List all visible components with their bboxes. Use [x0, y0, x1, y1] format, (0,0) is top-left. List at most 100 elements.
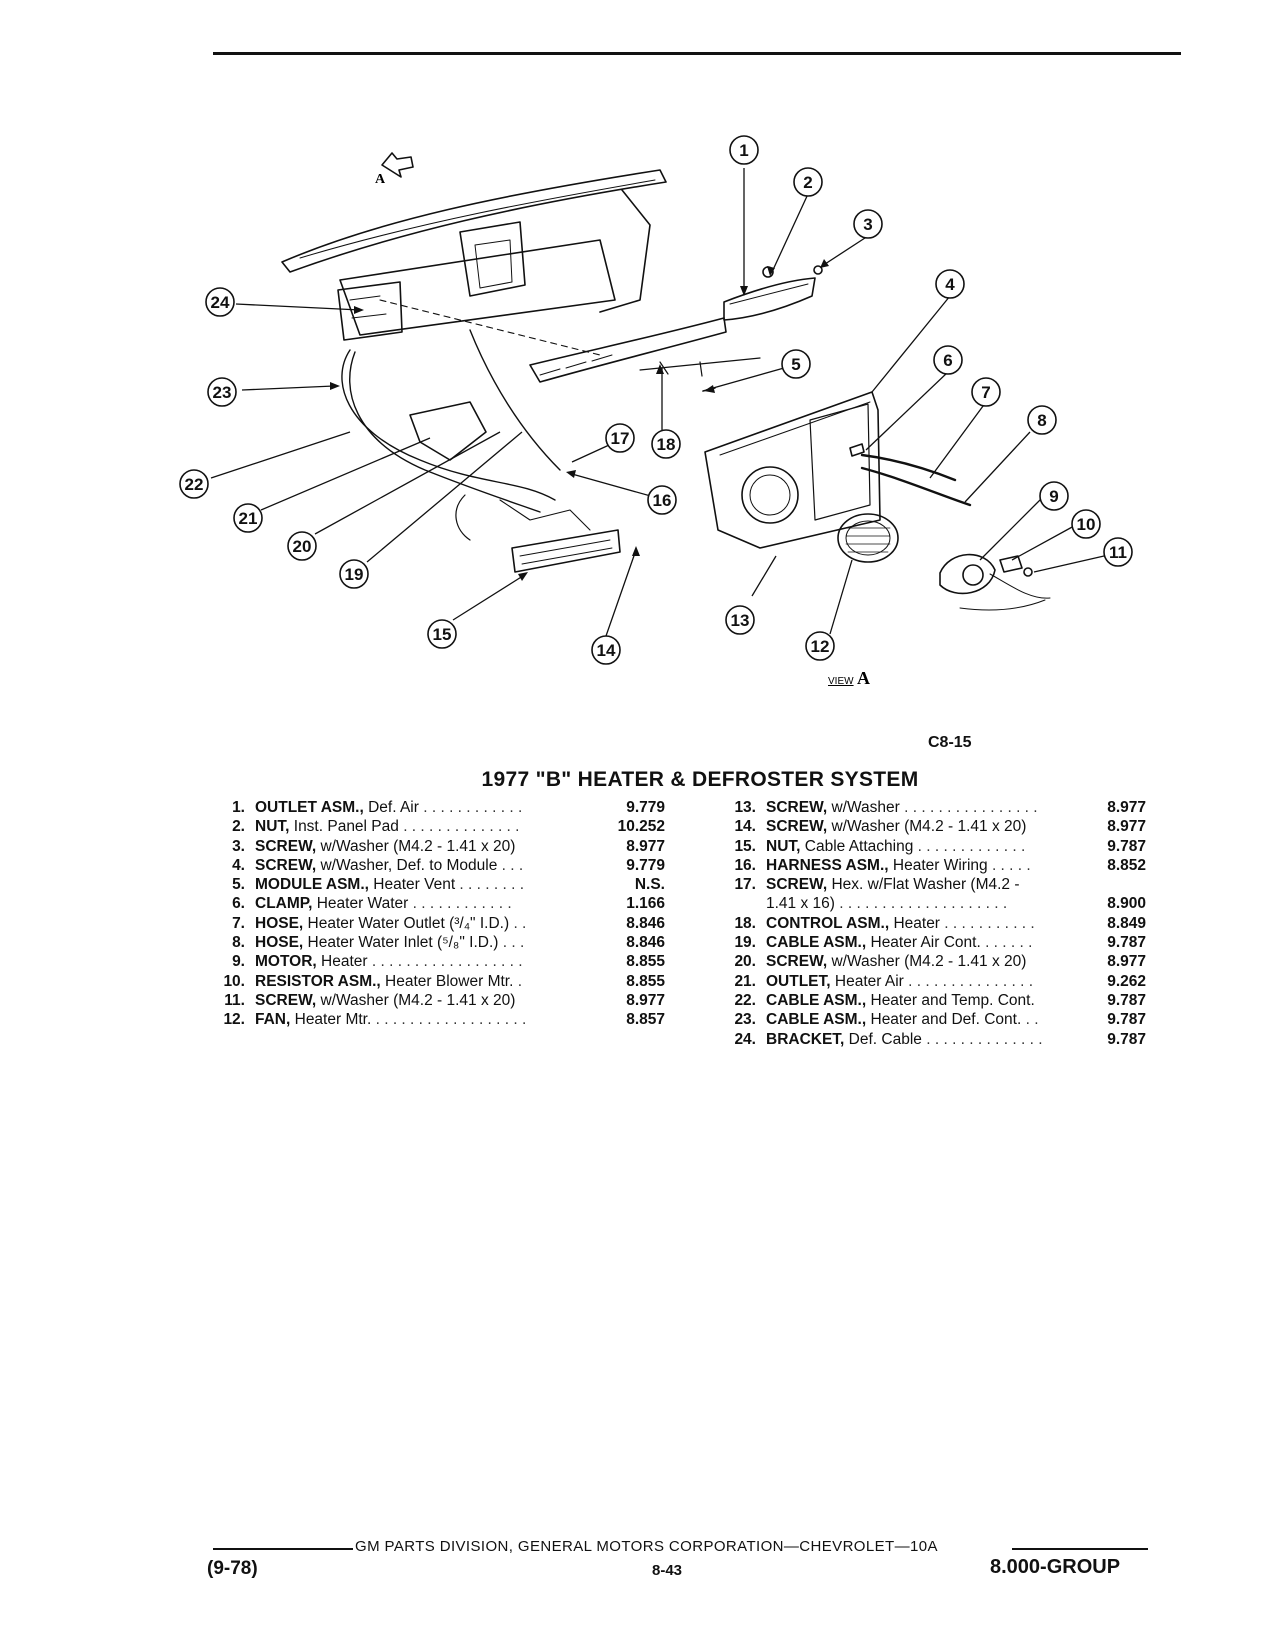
- part-group-number: 9.787: [1107, 1011, 1146, 1029]
- parts-list-row: 20. SCREW, w/Washer (M4.2 - 1.41 x 20) 8.9…: [716, 952, 1146, 971]
- part-number: 1.: [232, 799, 245, 816]
- callout-6: 6: [933, 345, 963, 375]
- parts-list-row: 12.FAN, Heater Mtr. . . . . . . . . . . …: [205, 1010, 665, 1029]
- callout-4: 4: [935, 269, 965, 299]
- part-name: CABLE ASM.,: [766, 991, 867, 1009]
- part-group-number: 8.846: [626, 914, 665, 932]
- callout-3: 3: [853, 209, 883, 239]
- part-group-number: 10.252: [617, 818, 665, 836]
- dot-leader: . . . . . . . . . . . .: [418, 799, 523, 816]
- part-description: NUT, Inst. Panel Pad . . . . . . . . . .…: [255, 817, 601, 836]
- part-name: RESISTOR ASM.,: [255, 972, 381, 990]
- part-group-number: N.S.: [634, 876, 665, 894]
- part-description: HOSE, Heater Water Inlet (⁵/₈" I.D.) . .…: [255, 933, 601, 952]
- parts-list-row: 22.CABLE ASM., Heater and Temp. Cont.9.7…: [716, 991, 1146, 1010]
- dot-leader: . . . . . . . . . . . . . .: [398, 818, 520, 836]
- part-description: CABLE ASM., Heater and Def. Cont. . .: [766, 1010, 1082, 1029]
- part-group-number: 8.977: [1107, 953, 1146, 971]
- callout-number: 10: [1077, 515, 1096, 534]
- part-name: SCREW,: [766, 799, 828, 816]
- callout-number: 3: [863, 215, 872, 234]
- part-number: 17.: [734, 876, 756, 894]
- dot-leader: . . . . . . . . . . . . . . . . . .: [367, 953, 523, 971]
- part-detail: w/Washer (M4.2 - 1.41 x 20): [827, 818, 1027, 836]
- part-detail: Hex. w/Flat Washer (M4.2 -: [827, 876, 1020, 894]
- parts-list-row: 5.MODULE ASM., Heater Vent . . . . . . .…: [205, 875, 665, 894]
- callout-16: 16: [647, 485, 677, 515]
- part-detail: Heater Air Cont.: [866, 934, 981, 952]
- figure-code: C8-15: [928, 734, 972, 751]
- part-group-number: 9.787: [1107, 837, 1146, 855]
- parts-list-row: 11.SCREW, w/Washer (M4.2 - 1.41 x 20)8.9…: [205, 991, 665, 1010]
- parts-list-row: 14.SCREW, w/Washer (M4.2 - 1.41 x 20)8.9…: [716, 817, 1146, 836]
- part-group-number: 9.779: [626, 856, 665, 874]
- parts-list-row: 18.CONTROL ASM., Heater . . . . . . . . …: [716, 914, 1146, 933]
- parts-list-row: 9.MOTOR, Heater . . . . . . . . . . . . …: [205, 952, 665, 971]
- callout-18: 18: [651, 429, 681, 459]
- view-letter: A: [857, 668, 870, 688]
- parts-list-row: 4.SCREW, w/Washer, Def. to Module . . .9…: [205, 856, 665, 875]
- callout-number: 18: [657, 435, 676, 454]
- part-description: MODULE ASM., Heater Vent . . . . . . . .: [255, 875, 601, 894]
- callout-19: 19: [339, 559, 369, 589]
- parts-list-left: 1.OUTLET ASM., Def. Air . . . . . . . . …: [205, 798, 665, 1030]
- part-detail: w/Washer (M4.2 - 1.41 x 20): [316, 837, 516, 855]
- view-label: VIEW: [828, 676, 854, 687]
- callout-2: 2: [793, 167, 823, 197]
- callout-24: 24: [205, 287, 235, 317]
- part-detail: Inst. Panel Pad: [289, 818, 399, 836]
- dot-leader: . .: [509, 914, 527, 932]
- top-rule: [213, 52, 1181, 55]
- view-arrow-letter: A: [375, 172, 386, 187]
- part-name: HOSE,: [255, 934, 304, 952]
- part-number: 7.: [232, 914, 245, 932]
- dot-leader: . . . . .: [987, 856, 1031, 874]
- parts-list-row: 6.CLAMP, Heater Water . . . . . . . . . …: [205, 894, 665, 913]
- part-number: 4.: [232, 856, 245, 874]
- callout-number: 1: [739, 141, 748, 160]
- part-number: 13.: [734, 799, 756, 816]
- part-name: SCREW,: [766, 953, 828, 971]
- parts-list-row: 1.OUTLET ASM., Def. Air . . . . . . . . …: [205, 798, 665, 817]
- callout-number: 8: [1037, 411, 1046, 430]
- part-detail: w/Washer (M4.2 - 1.41 x 20): [827, 953, 1027, 971]
- defroster-outlet: [723, 277, 816, 321]
- part-name: CABLE ASM.,: [766, 1011, 867, 1029]
- part-description: SCREW, w/Washer (M4.2 - 1.41 x 20): [255, 837, 601, 856]
- part-group-number: 9.262: [1107, 972, 1146, 990]
- dot-leader: . . . . . . . . . . . . . . . . . . . .: [834, 895, 1008, 913]
- callout-number: 2: [803, 173, 812, 192]
- footer-line: GM PARTS DIVISION, GENERAL MOTORS CORPOR…: [355, 1538, 938, 1555]
- part-description: HOSE, Heater Water Outlet (³/₄" I.D.) . …: [255, 914, 601, 933]
- callout-number: 14: [597, 641, 616, 660]
- part-group-number: 8.855: [626, 953, 665, 971]
- callout-22: 22: [179, 469, 209, 499]
- part-detail: Cable Attaching: [800, 837, 914, 855]
- part-description: RESISTOR ASM., Heater Blower Mtr. .: [255, 972, 601, 991]
- part-name: SCREW,: [255, 991, 317, 1009]
- dot-leader: . . . . . .: [980, 934, 1033, 952]
- part-description: MOTOR, Heater . . . . . . . . . . . . . …: [255, 952, 601, 971]
- part-group-number: 9.787: [1107, 991, 1146, 1009]
- part-description: NUT, Cable Attaching . . . . . . . . . .…: [766, 837, 1082, 856]
- dot-leader: . . . . . . . .: [455, 876, 525, 894]
- part-group-number: 8.846: [626, 934, 665, 952]
- part-description: FAN, Heater Mtr. . . . . . . . . . . . .…: [255, 1010, 601, 1029]
- part-name: CLAMP,: [255, 895, 313, 913]
- view-arrow-icon: [381, 152, 414, 178]
- part-detail: Heater and Def. Cont.: [866, 1011, 1022, 1029]
- part-number: 8.: [232, 934, 245, 952]
- parts-list-row: 15.NUT, Cable Attaching . . . . . . . . …: [716, 837, 1146, 856]
- part-detail: Heater Vent: [368, 876, 456, 894]
- parts-list-row: 13.SCREW, w/Washer . . . . . . . . . . .…: [716, 798, 1146, 817]
- part-number: 20.: [734, 953, 756, 971]
- callout-number: 21: [239, 509, 258, 528]
- dot-leader: . . . . . . . . . . . .: [408, 895, 512, 913]
- part-name: CONTROL ASM.,: [766, 914, 890, 932]
- parts-list-row: 8. HOSE, Heater Water Inlet (⁵/₈" I.D.) .…: [205, 933, 665, 952]
- dot-leader: .: [513, 972, 523, 990]
- dot-leader: . . . . . . . . . . . . . . . .: [899, 799, 1038, 816]
- callout-13: 13: [725, 605, 755, 635]
- part-name: SCREW,: [255, 856, 317, 874]
